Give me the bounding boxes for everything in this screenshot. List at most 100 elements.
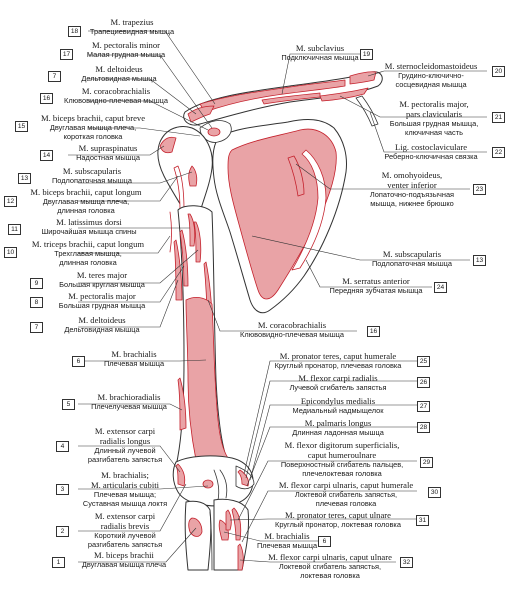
label-pronator-humeral: M. pronator teres, caput humerale Круглы… [262, 351, 414, 370]
label-lat: M. subscapularis [62, 166, 122, 176]
trapezius-insertion [199, 79, 346, 113]
label-epicondylus-medialis: Epicondylus medialis Медиальный надмыщел… [272, 396, 404, 415]
label-lat: pars clavicularis [405, 109, 463, 119]
label-lat: M. coracobrachialis [81, 86, 151, 96]
label-latissimus-dorsi: M. latissimus dorsi Широчайшая мышца спи… [22, 217, 156, 236]
label-lat: M. extensor carpi [94, 511, 156, 521]
label-ru: Клювовидно-плечевая мышца [240, 330, 344, 339]
label-ru: плечевая головка [315, 499, 377, 508]
label-lat: M. palmaris longus [304, 418, 372, 428]
label-number-13-left: 13 [18, 173, 31, 184]
label-ru: Грудино-ключично- [398, 71, 464, 80]
label-number-6-left: 6 [72, 356, 85, 367]
teres-major-insertion [193, 221, 202, 263]
fcu-ulnar-origin [237, 543, 244, 571]
label-pectoralis-major: M. pectoralis major Большая грудная мышц… [44, 291, 160, 310]
label-ru: сосцевидная мышца [395, 80, 467, 89]
label-ru: локтевая головка [300, 571, 360, 580]
label-ru: Локтевой сгибатель запястья, [278, 562, 382, 571]
label-lat: M. flexor carpi radialis [298, 373, 378, 383]
label-number-30: 30 [428, 487, 441, 498]
label-number-14: 14 [40, 150, 53, 161]
label-subscapularis-left: M. subscapularis Подлопаточная мышца [32, 166, 152, 185]
label-subscapularis-right: M. subscapularis Подлопаточная мышца [356, 249, 468, 268]
common-flexor-origin [237, 469, 249, 487]
label-number-32: 32 [400, 557, 413, 568]
label-ru: короткая головка [63, 132, 123, 141]
label-fds: M. flexor digitorum superficialis, caput… [268, 440, 416, 478]
label-lat: venter inferior [387, 180, 437, 190]
label-lat: M. pronator teres, caput ulnare [285, 510, 391, 520]
label-ru: Двуглавая мышца плеча [81, 560, 167, 569]
pectoralis-major-insertion [179, 229, 189, 287]
costoclavicular-ligament [355, 95, 379, 127]
label-ru: Лопаточно-подъязычная [369, 190, 455, 199]
latissimus-insertion [187, 213, 196, 247]
label-pronator-ulnar: M. pronator teres, caput ulnare Круглый … [262, 510, 414, 529]
label-lat: M. deltoideus [78, 315, 126, 325]
label-coracobrachialis-top: M. coracobrachialis Клювовидно-плечевая … [56, 86, 176, 105]
label-number-20: 20 [492, 66, 505, 77]
label-ru: Плечевая мышца [256, 541, 318, 550]
label-number-25: 25 [417, 356, 430, 367]
label-lat: M. brachialis [111, 349, 157, 359]
label-ecrl: M. extensor carpi radialis longus Длинны… [70, 426, 180, 464]
brachialis-ulnar-insertion [218, 519, 229, 541]
label-lat: M. pronator teres, caput humerale [279, 351, 397, 361]
label-ru: Малая грудная мышца [86, 50, 166, 59]
label-lat: M. articularis cubiti [90, 480, 160, 490]
label-number-9: 9 [30, 278, 43, 289]
label-lat: M. deltoideus [95, 64, 143, 74]
label-ru: Локтевой сгибатель запястья, [294, 490, 398, 499]
pectoralis-clavicular-insertion [319, 87, 369, 102]
label-lat: M. pectoralis major, [399, 99, 469, 109]
label-lat: M. teres major [76, 270, 128, 280]
label-lat: M. biceps brachii, caput breve [40, 113, 146, 123]
label-number-6-right: 6 [318, 536, 331, 547]
label-ru: плечелоктевая головка [302, 469, 382, 478]
label-number-3: 3 [56, 484, 69, 495]
label-deltoideus-lower: M. deltoideus Дельтовидная мышца [44, 315, 160, 334]
coracoid-muscle-mark [207, 127, 221, 137]
sternocleidomastoid-insertion [349, 71, 377, 85]
label-coracobrachialis-right: M. coracobrachialis Клювовидно-плечевая … [228, 320, 356, 339]
label-ru: Длинный лучевой [94, 446, 156, 455]
label-lat: Lig. costoclaviculare [394, 142, 468, 152]
label-number-24: 24 [434, 282, 447, 293]
label-lat: M. coracobrachialis [257, 320, 327, 330]
label-ru: Дельтовидная мышца [64, 325, 140, 334]
label-lat: M. supraspinatus [78, 143, 138, 153]
subscapularis-area [227, 128, 337, 300]
label-ru: Подлопаточная мышца [51, 176, 133, 185]
label-ru: мышца, нижнее брюшко [370, 199, 454, 208]
label-lat: M. pectoralis minor [91, 40, 161, 50]
label-lat: M. flexor carpi ulnaris, caput ulnare [268, 552, 392, 562]
label-lat: M. flexor carpi ulnaris, caput humerale [278, 480, 414, 490]
label-lat: M. trapezius [110, 17, 154, 27]
triceps-long-head-line [169, 211, 172, 253]
label-triceps-long-head: M. triceps brachii, caput longum Трехгла… [16, 239, 160, 267]
label-number-15: 15 [15, 121, 28, 132]
label-ru: Подлопаточная мышца [371, 259, 453, 268]
label-number-8: 8 [30, 297, 43, 308]
label-ru: Двуглавая мышца плеча, [49, 123, 137, 132]
label-ru: Короткий лучевой [94, 531, 156, 540]
label-lat: M. biceps brachii, caput longum [30, 187, 142, 197]
label-number-4: 4 [56, 441, 69, 452]
subclavius-insertion [261, 92, 321, 105]
label-number-5: 5 [62, 399, 75, 410]
label-ru: Клювовидно-плечевая мышца [64, 96, 168, 105]
label-ru: Большая круглая мышца [59, 280, 145, 289]
label-brachialis-left: M. brachialis Плечевая мышца [86, 349, 182, 368]
label-palmaris-longus: M. palmaris longus Длинная ладонная мышц… [272, 418, 404, 437]
label-deltoideus-top: M. deltoideus Дельтовидная мышца [64, 64, 174, 83]
label-trapezius: M. trapezius Трапециевидная мышца [82, 17, 182, 36]
label-ru: разгибатель запястья [87, 455, 163, 464]
label-pectoralis-minor: M. pectoralis minor Малая грудная мышца [74, 40, 178, 59]
label-subclavius: M. subclavius Подключичная мышца [270, 43, 370, 62]
label-lat: M. biceps brachii [94, 550, 154, 560]
label-serratus-anterior: M. serratus anterior Передняя зубчатая м… [320, 276, 432, 295]
label-lat: M. brachialis; [101, 470, 149, 480]
label-teres-major: M. teres major Большая круглая мышца [44, 270, 160, 289]
fds-origin [231, 507, 242, 541]
